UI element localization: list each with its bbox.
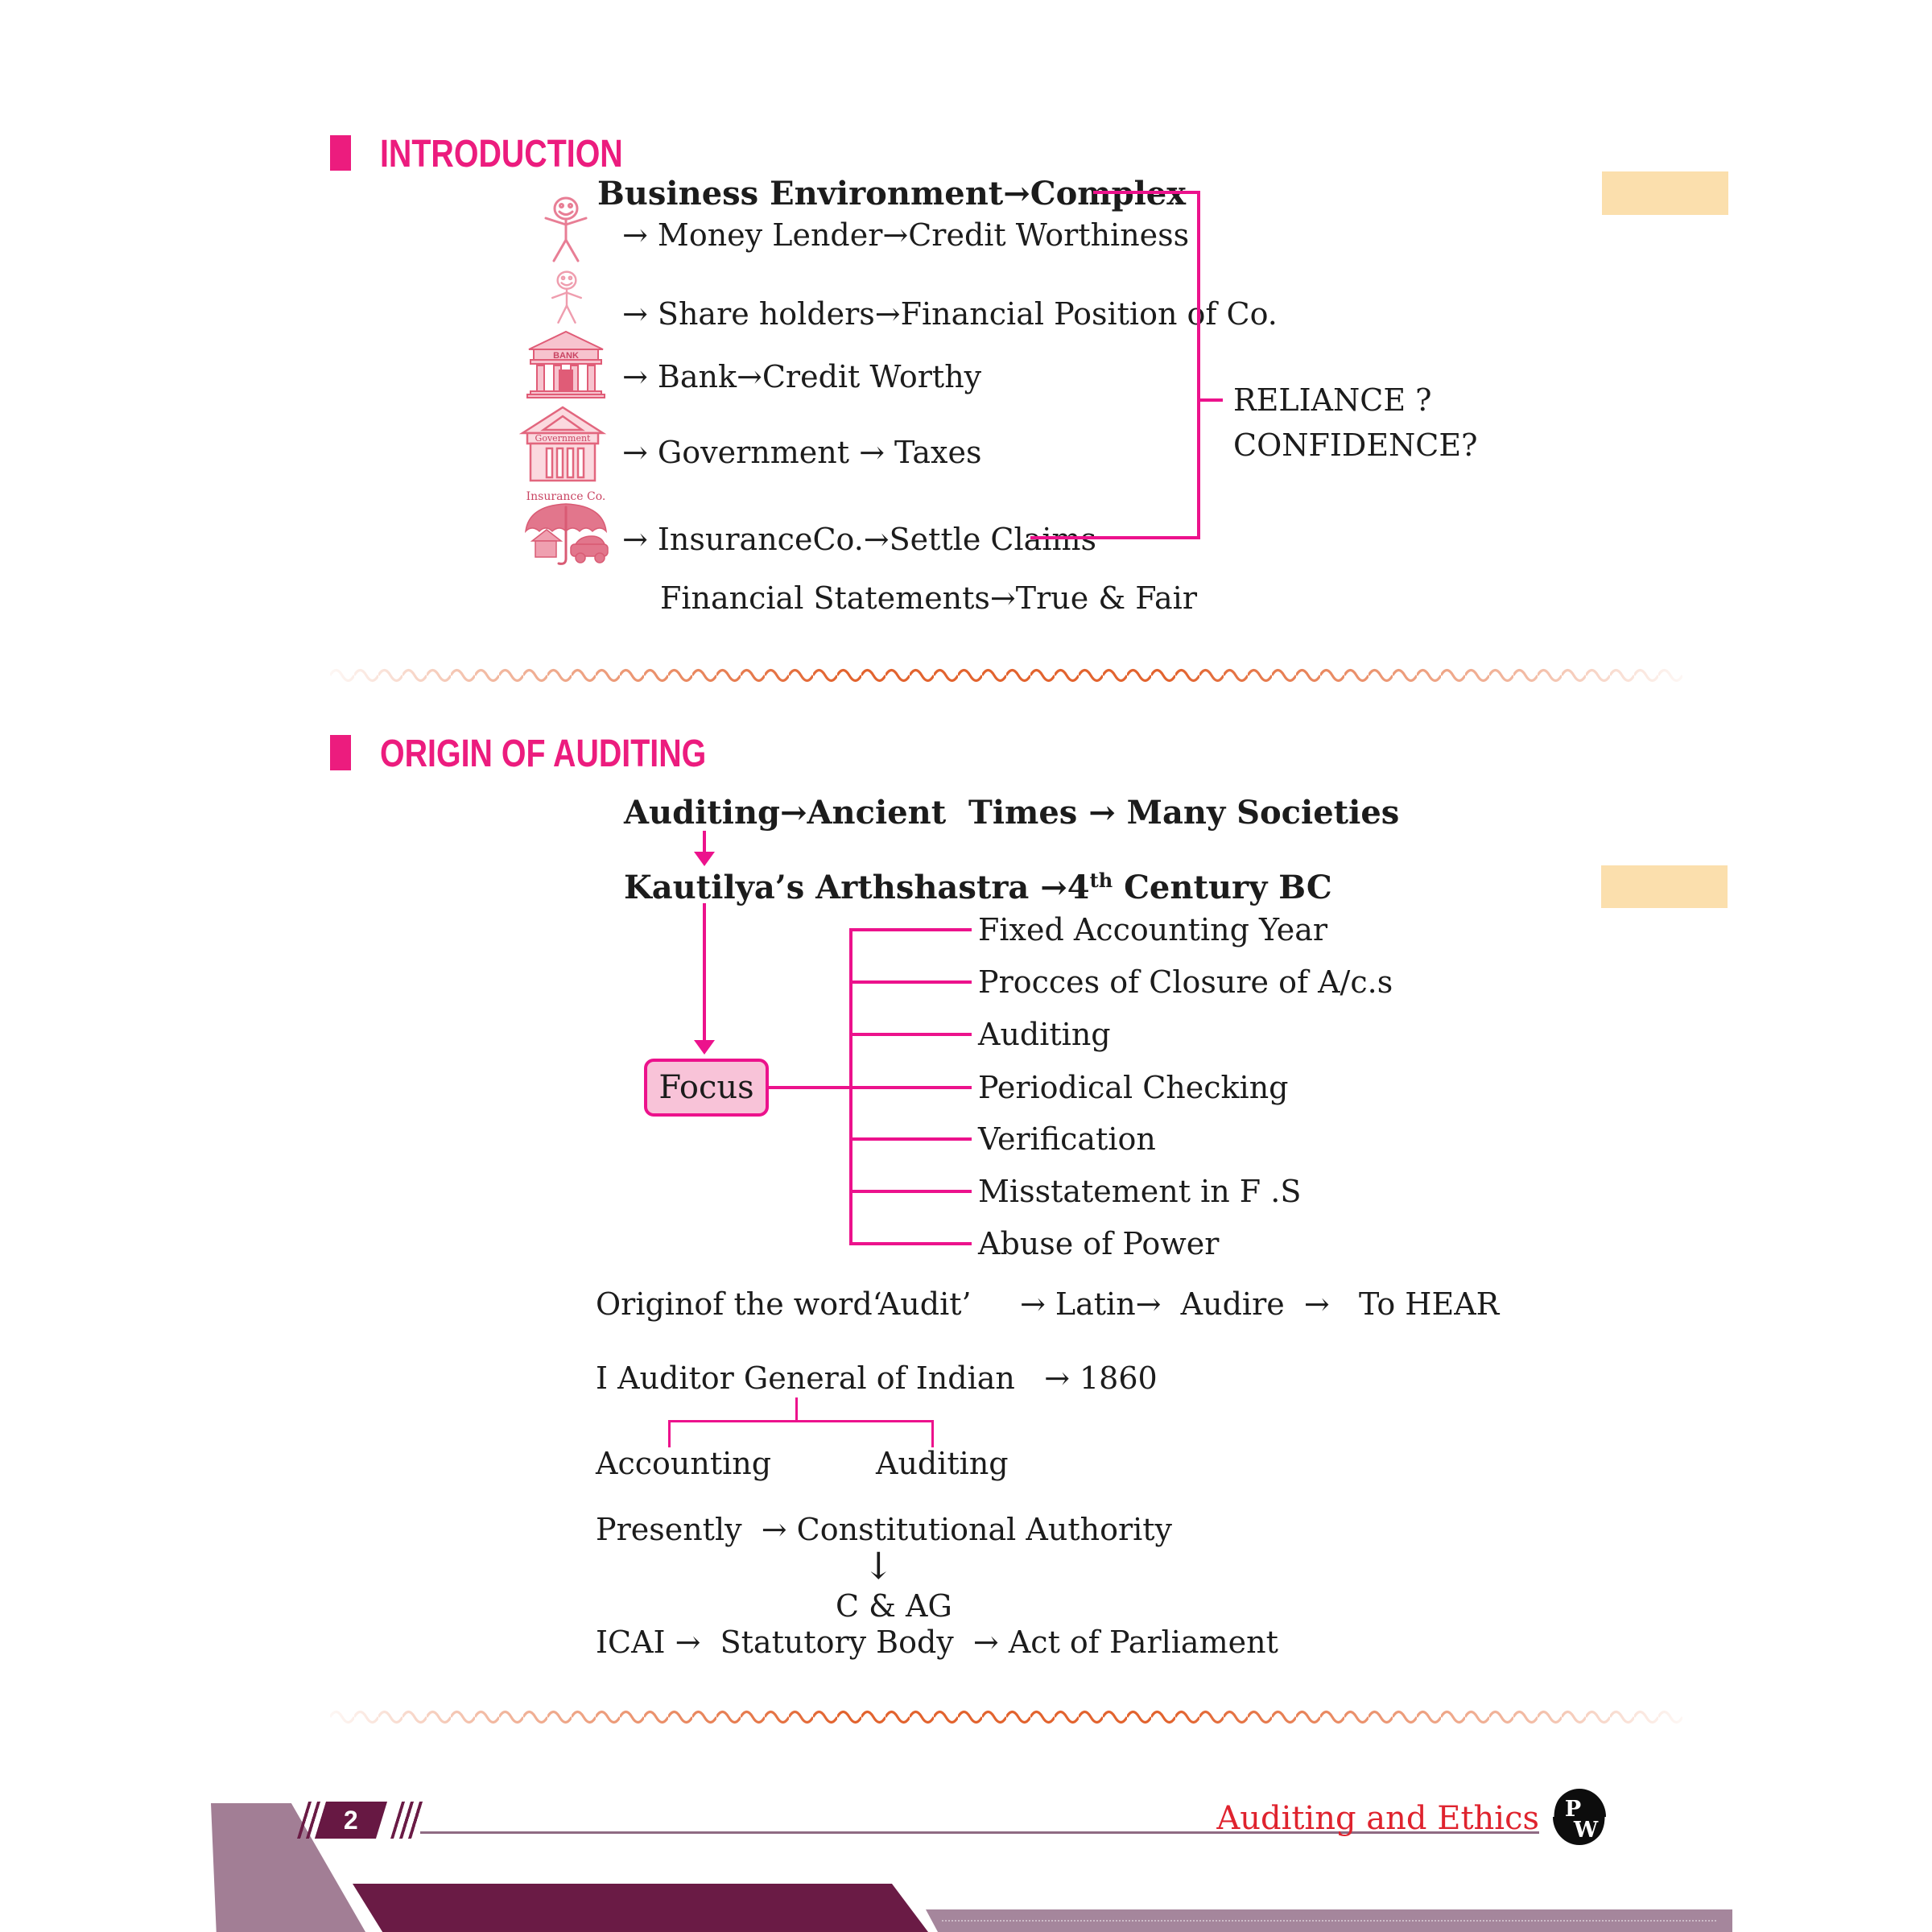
government-icon: Government: [518, 406, 607, 482]
origin-word-line: Originof the word‘Audit’ → Latin→ Audire…: [596, 1286, 1500, 1322]
reliance-text: RELIANCE ?: [1233, 382, 1432, 418]
down-arrow-head: [694, 852, 715, 866]
tree-horizontal-line: [668, 1420, 934, 1422]
down-arrow-line: [703, 831, 706, 853]
bracket-vertical-line: [1197, 191, 1200, 539]
footer-light-band: [926, 1909, 1732, 1932]
focus-label: Focus: [658, 1069, 754, 1106]
page-number: 2: [344, 1805, 358, 1835]
book-title: Auditing and Ethics: [1216, 1800, 1539, 1837]
wavy-divider: [330, 1710, 1682, 1724]
person-icon: [544, 196, 588, 262]
focus-box: Focus: [644, 1059, 769, 1117]
intro-title: Business Environment→Complex: [597, 175, 1187, 213]
auditor-general-line: I Auditor General of Indian → 1860: [596, 1360, 1158, 1396]
branch-label: Periodical Checking: [978, 1070, 1289, 1105]
bracket-top-line: [1093, 191, 1199, 194]
pw-logo: P W: [1551, 1789, 1608, 1845]
pw-logo-w: W: [1573, 1818, 1599, 1843]
intro-row: → Bank→Credit Worthy: [622, 359, 982, 394]
bracket-tick-line: [1197, 398, 1223, 402]
branch-line: [852, 1086, 972, 1089]
presently-line: Presently → Constitutional Authority: [596, 1512, 1173, 1547]
branch-spine-line: [849, 928, 852, 1245]
government-icon-label: Government: [535, 433, 592, 444]
branch-line: [852, 1033, 972, 1036]
section-bullet-square: [330, 735, 351, 770]
section-header-origin: ORIGIN OF AUDITING: [380, 733, 707, 775]
person-icon: [551, 270, 583, 324]
down-arrow-glyph: ↓: [863, 1544, 894, 1587]
wavy-divider: [330, 668, 1682, 683]
bank-icon: BANK: [526, 330, 605, 398]
footer-dark-band: [353, 1884, 928, 1932]
bracket-bottom-line: [1030, 536, 1200, 539]
tree-left-label: Accounting: [596, 1446, 772, 1481]
tree-right-label: Auditing: [876, 1446, 1009, 1481]
tree-stem-line: [795, 1397, 798, 1422]
footer-dotted-line: [942, 1920, 1716, 1922]
focus-arrow-line: [703, 903, 706, 1042]
branch-line: [852, 1190, 972, 1193]
origin-line1: Auditing→Ancient Times → Many Societies: [624, 794, 1400, 832]
cag-line: C & AG: [836, 1588, 952, 1624]
page-number-badge: 2: [314, 1802, 388, 1839]
intro-row: → Money Lender→Credit Worthiness: [622, 217, 1190, 253]
highlight-rect: [1602, 171, 1728, 215]
branch-line: [852, 1242, 972, 1245]
highlight-rect: [1601, 865, 1728, 908]
branch-label: Misstatement in F .S: [978, 1174, 1302, 1209]
origin-line2-superscript: th: [1089, 869, 1113, 892]
insurance-icon-label: Insurance Co.: [526, 490, 606, 503]
branch-line: [852, 980, 972, 984]
tree-left-tick: [668, 1420, 671, 1447]
footer-hatch-stripes: [390, 1802, 424, 1839]
insurance-icon: Insurance Co.: [524, 490, 609, 565]
footer-rule-line: [420, 1831, 1539, 1834]
intro-row: → Share holders→Financial Position of Co…: [622, 296, 1278, 332]
tree-right-tick: [931, 1420, 934, 1447]
branch-label: Procces of Closure of A/c.s: [978, 964, 1393, 1000]
intro-financial-line: Financial Statements→True & Fair: [660, 580, 1197, 616]
focus-connector-line: [769, 1086, 851, 1089]
confidence-text: CONFIDENCE?: [1233, 427, 1478, 463]
section-header-introduction: INTRODUCTION: [380, 133, 623, 175]
origin-line2-post: Century BC: [1113, 869, 1332, 906]
origin-line2-pre: Kautilya’s Arthshastra →4: [624, 869, 1090, 906]
branch-label: Fixed Accounting Year: [978, 912, 1328, 947]
focus-arrow-head: [694, 1040, 715, 1055]
intro-row: → InsuranceCo.→Settle Claims: [622, 522, 1096, 557]
origin-line2: Kautilya’s Arthshastra →4th Century BC: [624, 862, 1332, 906]
branch-label: Verification: [978, 1121, 1156, 1157]
branch-line: [852, 1137, 972, 1141]
pw-logo-p: P: [1565, 1797, 1581, 1822]
branch-label: Abuse of Power: [978, 1226, 1220, 1261]
branch-label: Auditing: [978, 1017, 1111, 1052]
branch-line: [852, 928, 972, 931]
section-bullet-square: [330, 135, 351, 171]
bank-icon-label: BANK: [553, 351, 579, 361]
intro-row: → Government → Taxes: [622, 435, 982, 470]
icai-line: ICAI → Statutory Body → Act of Parliamen…: [596, 1624, 1278, 1660]
